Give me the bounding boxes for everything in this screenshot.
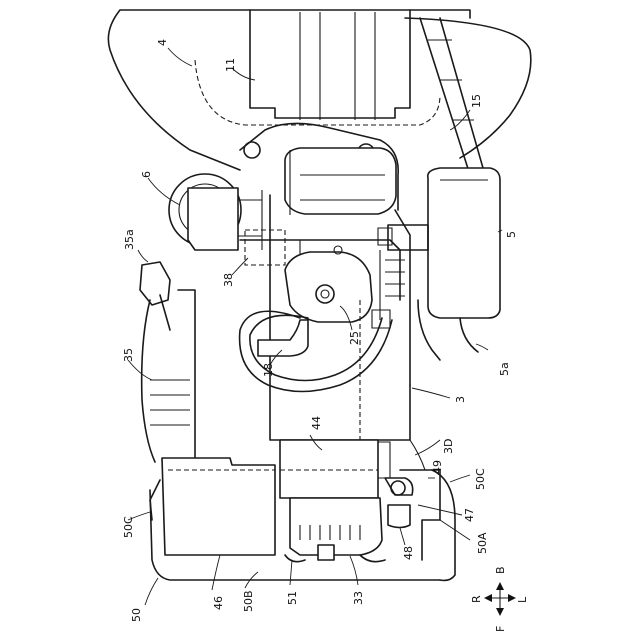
compass-b: B — [494, 566, 507, 574]
label-50C-left: 50C — [122, 516, 135, 538]
fastener-group — [385, 440, 455, 580]
cover-35 — [140, 262, 195, 462]
label-47: 47 — [463, 508, 476, 522]
label-50B: 50B — [242, 590, 255, 612]
direction-compass: B F R L — [470, 566, 529, 632]
compass-r: R — [470, 595, 483, 603]
label-25: 25 — [348, 331, 361, 345]
arrow-up-icon — [496, 582, 504, 590]
label-5: 5 — [505, 231, 518, 238]
label-15: 15 — [470, 94, 483, 108]
housing-11 — [250, 10, 410, 120]
compass-f: F — [494, 626, 507, 632]
arrow-right-icon — [508, 594, 516, 602]
block-44 — [280, 440, 390, 498]
label-33: 33 — [352, 591, 365, 605]
label-44: 44 — [310, 416, 323, 430]
label-38: 38 — [222, 273, 235, 287]
engine-cylinder — [240, 228, 405, 322]
label-48: 48 — [402, 546, 415, 560]
tray-33 — [285, 498, 385, 562]
label-6: 6 — [140, 171, 153, 178]
label-3D: 3D — [442, 439, 455, 454]
label-50: 50 — [130, 608, 143, 622]
arrow-down-icon — [496, 608, 504, 616]
label-18: 18 — [262, 363, 275, 377]
intake-6 — [169, 174, 262, 250]
label-46: 46 — [212, 596, 225, 610]
label-11: 11 — [224, 58, 237, 72]
label-5a: 5a — [498, 362, 511, 376]
label-49: 49 — [431, 460, 444, 474]
compass-l: L — [516, 596, 529, 603]
label-51: 51 — [286, 591, 299, 605]
label-50A: 50A — [476, 532, 489, 554]
arrow-left-icon — [484, 594, 492, 602]
label-4: 4 — [156, 39, 169, 46]
label-35a: 35a — [123, 229, 136, 250]
air-cleaner-5 — [388, 168, 500, 360]
label-50C-right: 50C — [474, 468, 487, 490]
label-35: 35 — [122, 348, 135, 362]
label-3: 3 — [454, 396, 467, 403]
